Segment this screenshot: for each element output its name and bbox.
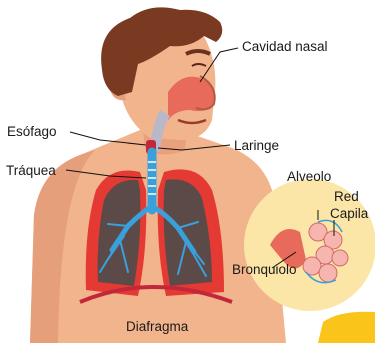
label-diafragma: Diafragma	[126, 320, 188, 334]
label-red: Red	[334, 190, 359, 204]
label-alveolo: Alveolo	[287, 170, 331, 184]
label-cavidad-nasal: Cavidad nasal	[242, 40, 328, 54]
label-capila: Capila	[330, 207, 368, 221]
label-traquea: Tráquea	[6, 164, 56, 178]
label-bronquiolo: Bronquiolo	[232, 263, 297, 277]
yellow-corner-shape	[318, 312, 375, 343]
label-laringe: Laringe	[234, 139, 279, 153]
label-esofago: Esófago	[7, 125, 57, 139]
